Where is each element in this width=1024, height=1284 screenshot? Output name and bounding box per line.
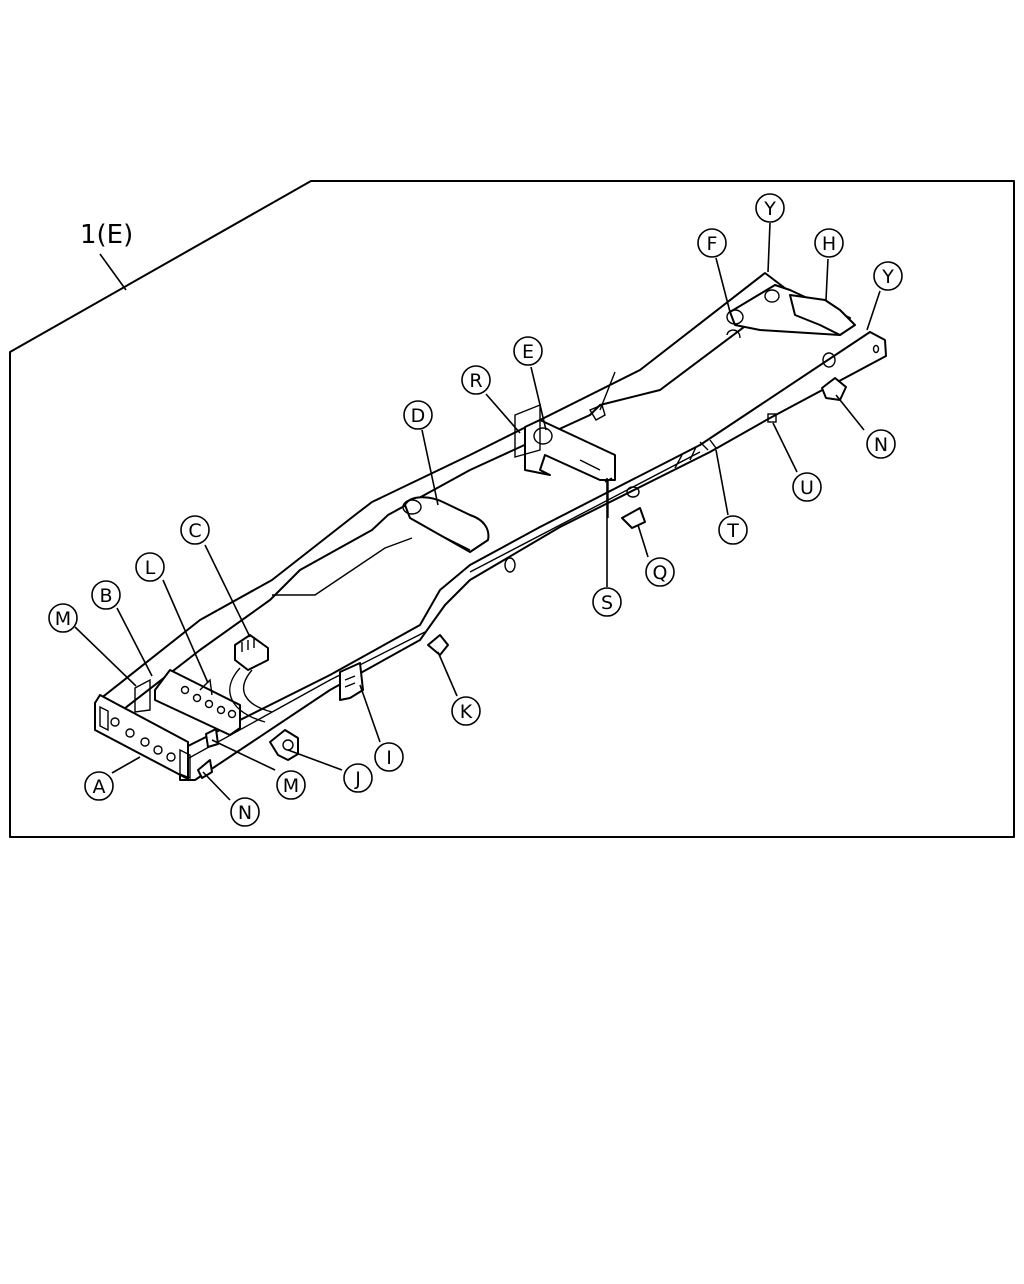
second-crossmember xyxy=(154,669,241,736)
chassis-frame xyxy=(94,272,887,781)
svg-text:L: L xyxy=(145,557,156,579)
callout-Y-left: Y xyxy=(755,193,785,223)
rear-end-crossmember xyxy=(789,294,856,336)
bracket-I xyxy=(339,662,364,701)
callout-S: S xyxy=(592,587,622,617)
svg-text:M: M xyxy=(283,775,299,797)
bracket-N-front xyxy=(197,759,213,779)
front-crossmember xyxy=(94,694,189,780)
svg-text:Q: Q xyxy=(653,562,668,584)
callout-N-rear: N xyxy=(866,429,896,459)
callout-F: F xyxy=(697,228,727,258)
callout-Q: Q xyxy=(645,557,675,587)
callout-M-front: M xyxy=(276,770,306,800)
title-leader xyxy=(99,253,127,291)
svg-text:U: U xyxy=(800,477,814,499)
callout-M-left: M xyxy=(48,603,78,633)
diagram-title: 1(E) xyxy=(80,220,133,250)
callout-D: D xyxy=(403,400,433,430)
svg-text:I: I xyxy=(386,747,392,769)
callout-Y-right: Y xyxy=(873,261,903,291)
callout-B: B xyxy=(91,580,121,610)
near-side-rail xyxy=(179,331,887,781)
callout-L: L xyxy=(135,552,165,582)
svg-text:R: R xyxy=(469,370,482,392)
svg-text:N: N xyxy=(874,434,888,456)
svg-text:T: T xyxy=(726,520,739,542)
svg-text:H: H xyxy=(822,233,836,255)
far-side-rail xyxy=(94,272,791,713)
centre-crossmember xyxy=(404,496,490,553)
callout-N-front: N xyxy=(230,797,260,827)
callout-E: E xyxy=(513,336,543,366)
callout-U: U xyxy=(792,472,822,502)
bracket-Q xyxy=(621,507,646,529)
svg-text:M: M xyxy=(55,608,71,630)
svg-text:N: N xyxy=(238,802,252,824)
svg-text:S: S xyxy=(601,592,613,614)
svg-text:Y: Y xyxy=(881,266,894,288)
svg-text:F: F xyxy=(707,233,718,255)
svg-text:J: J xyxy=(354,768,361,790)
callout-C: C xyxy=(180,515,210,545)
callout-H: H xyxy=(814,228,844,258)
callout-T: T xyxy=(718,515,748,545)
diagram-border xyxy=(9,180,1015,838)
svg-text:K: K xyxy=(460,701,473,723)
callout-A: A xyxy=(84,771,114,801)
svg-text:D: D xyxy=(411,405,426,427)
bracket-N-rear xyxy=(821,377,847,401)
svg-text:E: E xyxy=(522,341,534,363)
leader-lines xyxy=(74,222,881,801)
callout-J: J xyxy=(343,763,373,793)
callout-I: I xyxy=(374,742,404,772)
mid-crossmember xyxy=(524,419,616,481)
svg-text:A: A xyxy=(93,776,106,798)
bracket-M xyxy=(205,728,219,748)
bracket-J xyxy=(269,729,299,761)
callout-K: K xyxy=(451,696,481,726)
callout-R: R xyxy=(461,365,491,395)
svg-text:C: C xyxy=(188,520,201,542)
svg-text:Y: Y xyxy=(763,198,776,220)
svg-text:B: B xyxy=(99,585,112,607)
bracket-K xyxy=(427,634,449,656)
